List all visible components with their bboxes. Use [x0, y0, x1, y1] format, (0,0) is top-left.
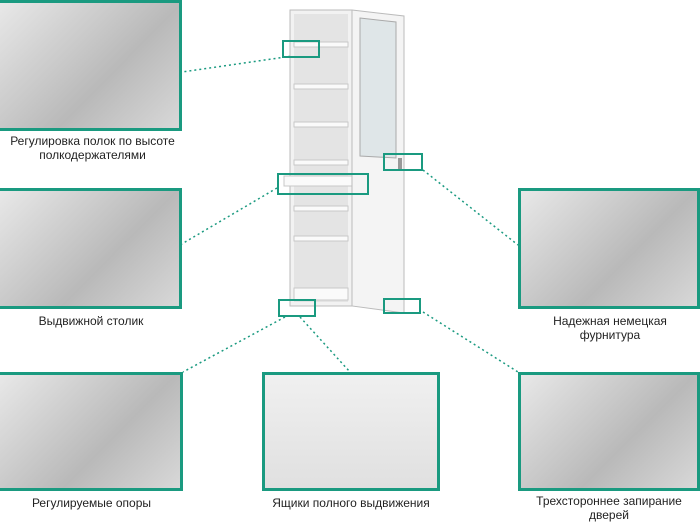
door-locking-photo [518, 372, 700, 491]
cabinet-image [283, 9, 405, 314]
shelf-holder-photo [0, 0, 182, 131]
caption-feet: Регулируемые опоры [31, 496, 152, 510]
caption-pullout-table: Выдвижной столик [38, 314, 144, 328]
lock-hardware-photo [518, 188, 700, 309]
drawer-photo [262, 372, 440, 491]
highlight-feet [278, 299, 316, 317]
caption-shelf-holder: Регулировка полок по высоте полкодержате… [10, 134, 175, 162]
caption-drawer: Ящики полного выдвижения [272, 496, 430, 510]
caption-door-locking: Трехстороннее запирание дверей [536, 494, 682, 522]
highlight-table [277, 173, 369, 195]
highlight-door-lock [383, 298, 421, 314]
caption-lock: Надежная немецкая фурнитура [553, 314, 667, 342]
adjustable-feet-photo [0, 372, 183, 491]
pullout-table-photo [0, 188, 182, 309]
highlight-shelf-holder [282, 40, 320, 58]
highlight-lock [383, 153, 423, 171]
